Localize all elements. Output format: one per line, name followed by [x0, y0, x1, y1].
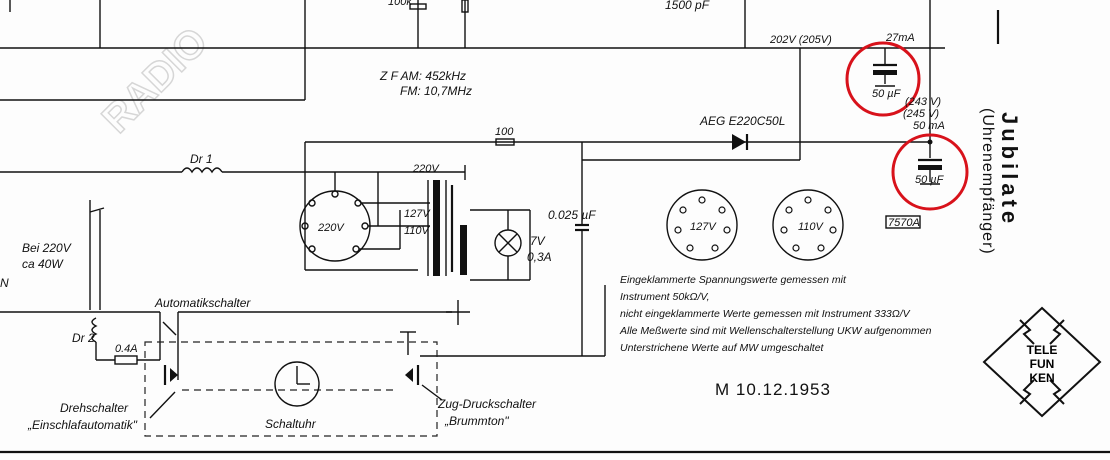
label-220-top: 220V	[412, 163, 440, 175]
label-cap1: 50 µF	[872, 88, 902, 100]
label-rectifier: AEG E220C50L	[699, 114, 785, 128]
label-dreh1: Drehschalter	[60, 401, 129, 415]
measurement-notes: Eingeklammerte Spannungswerte gemessen m…	[620, 272, 931, 357]
logo-line-1: TELE	[1027, 343, 1058, 357]
subtitle-uhrenempfaenger: (Uhrenempfänger)	[979, 108, 996, 255]
label-110v: 110V	[404, 225, 431, 237]
label-res-100: 100	[495, 126, 514, 138]
label-lamp-a: 0,3A	[527, 250, 552, 264]
note-line-1: Eingeklammerte Spannungswerte gemessen m…	[620, 274, 846, 286]
label-schaltuhr: Schaltuhr	[265, 417, 317, 431]
label-bei-220: Bei 220V	[22, 241, 72, 255]
label-127v: 127V	[404, 208, 431, 220]
label-socket-127: 127V	[690, 221, 717, 233]
label-zug1: Zug-Druckschalter	[437, 397, 537, 411]
logo-line-3: KEN	[1029, 371, 1054, 385]
label-automatik: Automatikschalter	[154, 296, 251, 310]
label-part-no: 7570A	[888, 217, 920, 229]
logo-line-2: FUN	[1030, 357, 1055, 371]
title-jubilate: Jubilate	[997, 112, 1022, 228]
label-socket-110: 110V	[798, 221, 825, 233]
label-choke-dr1: Dr 1	[190, 152, 213, 166]
note-line-5: Unterstrichene Werte auf MW umgeschaltet	[620, 342, 824, 354]
highlight-circle-cap1	[845, 41, 921, 117]
drawing-date: M 10.12.1953	[715, 380, 831, 399]
label-cur-27: 27mA	[885, 32, 915, 44]
label-r-top: 100k	[388, 0, 412, 8]
note-line-3: nicht eingeklammerte Werte gemessen mit …	[620, 308, 910, 320]
label-ca-40: ca 40W	[22, 257, 64, 271]
label-n: N	[0, 276, 9, 290]
label-c-025: 0.025 µF	[548, 208, 596, 222]
label-cap2: 50 µF	[915, 174, 945, 186]
note-line-4: Alle Meßwerte sind mit Wellenschalterste…	[620, 325, 932, 337]
label-volt-202: 202V (205V)	[769, 34, 832, 46]
label-220v-sel: 220V	[317, 222, 345, 234]
label-zf-am: Z F AM: 452kHz	[379, 69, 466, 83]
label-c-top: 1500 pF	[665, 0, 710, 12]
label-zf-fm: FM: 10,7MHz	[400, 84, 472, 98]
telefunken-logo: TELE FUN KEN	[982, 306, 1102, 418]
title-block: Jubilate (Uhrenempfänger)	[979, 108, 1052, 298]
label-lamp-v: 7V	[530, 234, 546, 248]
label-zug2: „Brummton"	[444, 414, 509, 428]
label-dreh2: „Einschlafautomatik"	[27, 418, 138, 432]
watermark: RADIO	[94, 19, 216, 141]
label-fuse: 0.4A	[115, 343, 138, 355]
label-dr2: Dr 2	[72, 331, 95, 345]
highlight-circle-cap2	[891, 133, 969, 211]
label-volt-245: (245 V)	[903, 108, 939, 120]
label-cur-50: 50 mA	[913, 120, 945, 132]
note-line-2: Instrument 50kΩ/V,	[620, 291, 710, 303]
label-volt-243: (243 V)	[905, 96, 941, 108]
